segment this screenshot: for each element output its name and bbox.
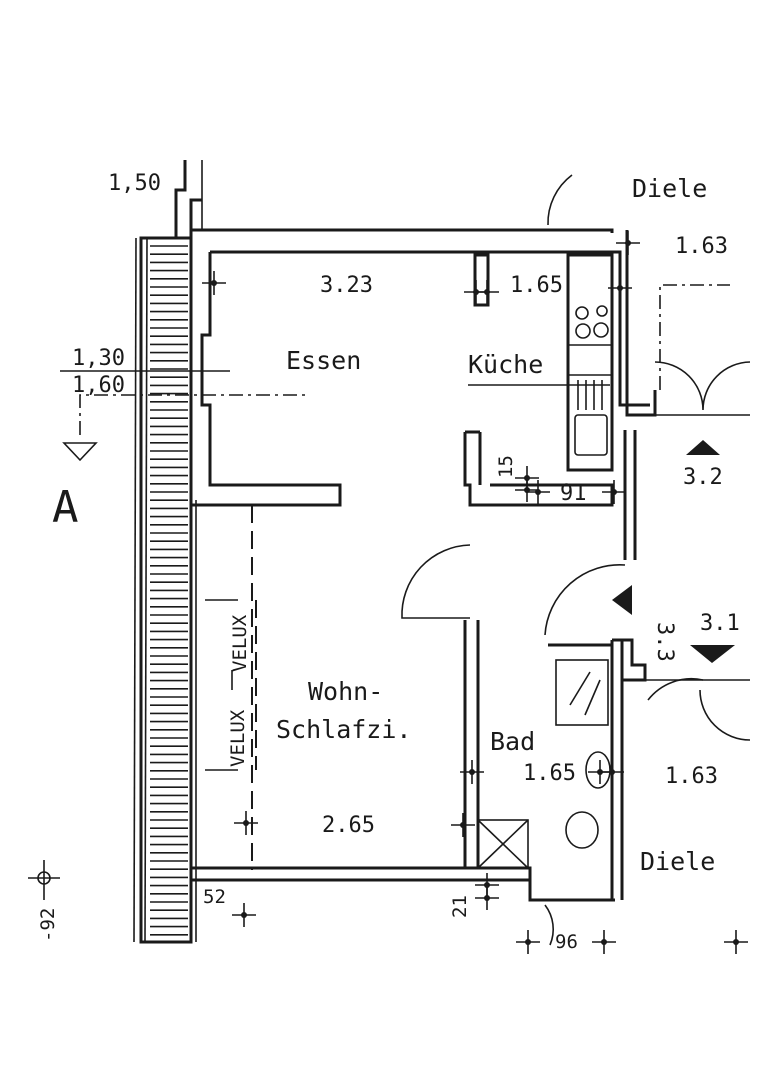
kitchen-counter	[566, 253, 614, 472]
dimension-dot	[733, 939, 739, 945]
dimension-dot	[484, 895, 490, 901]
bathroom-fixtures	[477, 659, 611, 869]
dim-96: 96	[555, 931, 578, 953]
room-label-wohn-1: Wohn-	[308, 677, 383, 706]
room-label-essen: Essen	[286, 346, 361, 375]
dimension-dot	[469, 769, 475, 775]
dim-diele-top: 1.63	[675, 234, 728, 259]
dimension-dot	[460, 822, 466, 828]
dimension-dot	[609, 769, 615, 775]
doors	[401, 174, 751, 946]
velux-label-2: VELUX	[227, 709, 249, 767]
exterior-wall	[133, 160, 203, 944]
dimension-dot	[611, 489, 617, 495]
dim-kueche: 1.65	[510, 273, 563, 298]
dimension-dot	[484, 882, 490, 888]
dim-1-50: 1,50	[108, 171, 161, 196]
dim-92: -92	[37, 908, 59, 942]
dimension-dot	[601, 939, 607, 945]
view-marker-3-1: 3.1	[700, 611, 740, 636]
dim-bad: 1.65	[523, 761, 576, 786]
dim-15: 15	[495, 455, 517, 478]
dim-diele-bottom: 1.63	[665, 764, 718, 789]
dimension-dot	[211, 280, 217, 286]
dimension-dot	[525, 939, 531, 945]
dimension-tick	[28, 860, 60, 900]
velux-label-1: VELUX	[229, 614, 251, 672]
dim-essen: 3.23	[320, 273, 373, 298]
room-label-diele-bottom: Diele	[640, 847, 715, 876]
walls	[191, 228, 750, 902]
section-lines	[28, 231, 748, 954]
dimension-dot	[243, 820, 249, 826]
dimension-dot	[241, 912, 247, 918]
dim-91: 91	[560, 481, 587, 506]
room-label-diele-top: Diele	[632, 174, 707, 203]
view-marker-3-2: 3.2	[683, 465, 723, 490]
dim-1-60: 1,60	[72, 373, 125, 398]
dimension-dot	[484, 289, 490, 295]
dim-1-30: 1,30	[72, 346, 125, 371]
room-label-bad: Bad	[490, 727, 535, 756]
dimension-dot	[625, 240, 631, 246]
dim-wohn: 2.65	[322, 813, 375, 838]
section-marker-a: A	[52, 482, 79, 533]
velux-windows	[205, 505, 257, 870]
dim-21: 21	[449, 895, 471, 918]
room-label-kueche: Küche	[468, 350, 543, 379]
room-label-wohn-2: Schlafzi.	[276, 715, 411, 744]
dim-52: 52	[203, 886, 226, 908]
dimension-dot	[535, 489, 541, 495]
dimension-dot	[37, 871, 51, 885]
dimension-dot	[617, 285, 623, 291]
view-marker-3-3: 3.3	[652, 622, 677, 662]
